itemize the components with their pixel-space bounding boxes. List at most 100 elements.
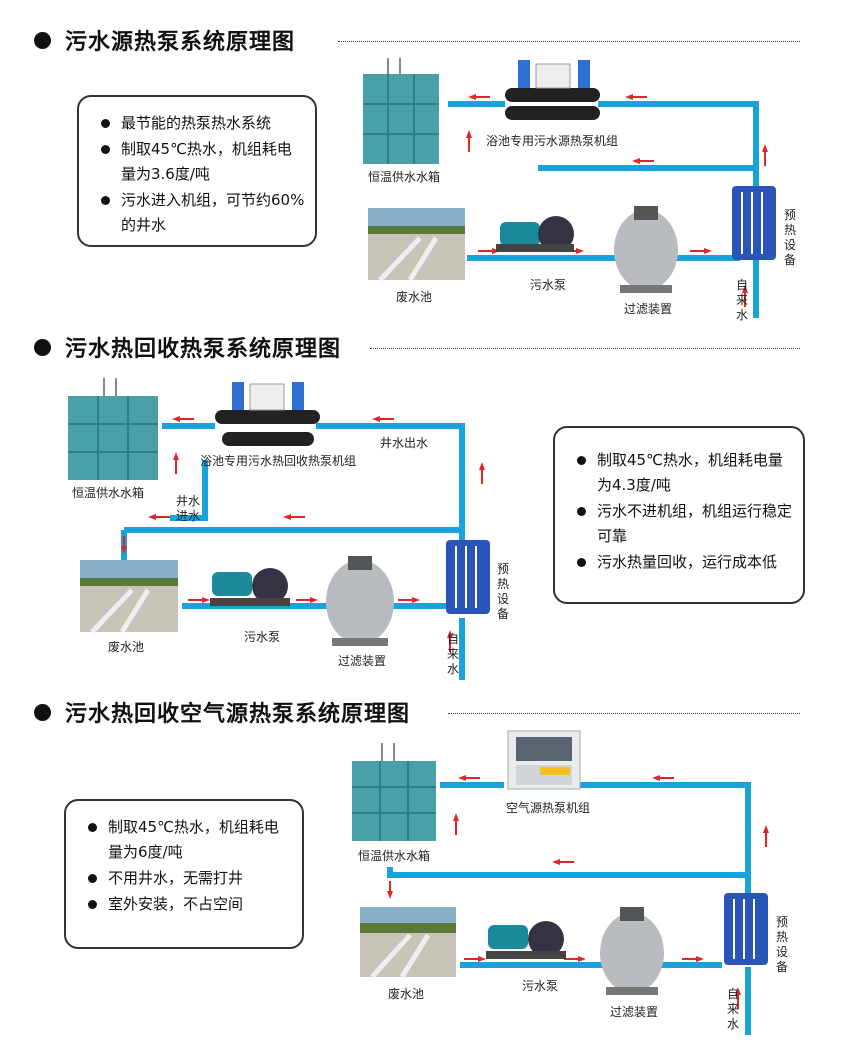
preheat-label: 预热设备	[783, 208, 796, 267]
section-2-feature-box: 制取45℃热水，机组耗电量为4.3度/吨 污水不进机组，机组运行稳定可靠 污水热…	[553, 426, 805, 604]
arrow-left	[372, 416, 394, 422]
arrow-up	[447, 630, 453, 652]
feature-item: 不用井水，无需打井	[88, 866, 292, 891]
tank-label: 恒温供水水箱	[368, 170, 441, 184]
arrow-right	[564, 956, 586, 962]
section-2-diagram	[68, 378, 490, 680]
heat-pump-unit-icon	[215, 382, 320, 446]
plate-exchanger-icon	[446, 540, 490, 614]
waste-pool-icon	[80, 560, 178, 634]
flow-arrows	[387, 775, 769, 1009]
waste-pool-icon	[368, 208, 465, 282]
sewage-pump-icon	[210, 568, 290, 606]
arrow-up	[466, 130, 472, 152]
arrow-right	[296, 597, 318, 603]
well-in-label: 井水进水	[176, 494, 201, 523]
preheat-label: 预热设备	[775, 915, 788, 974]
section-1-diagram	[363, 58, 776, 318]
title-divider	[338, 41, 800, 42]
title-divider	[448, 713, 800, 714]
section-1-heading: 污水源热泵系统原理图	[34, 25, 295, 55]
waste-pool-icon	[360, 907, 456, 979]
tank-label: 恒温供水水箱	[72, 486, 145, 500]
section-1: 污水源热泵系统原理图 最节能的热泵热水系统 制取45℃热水，机组耗电量为3.6度…	[0, 0, 860, 330]
arrow-down	[387, 881, 393, 899]
arrow-right	[398, 597, 420, 603]
plate-exchanger-icon	[732, 186, 776, 260]
arrow-up	[479, 462, 485, 484]
section-2-heading: 污水热回收热泵系统原理图	[34, 332, 341, 362]
filter-tank-icon	[600, 907, 664, 995]
arrow-right	[682, 956, 704, 962]
pipes	[448, 101, 759, 318]
water-tank-icon	[68, 378, 158, 480]
filter-label: 过滤装置	[624, 302, 673, 316]
well-out-label: 井水出水	[380, 436, 429, 450]
bullet-dot	[34, 703, 51, 721]
pipes	[387, 782, 751, 1035]
arrow-left	[625, 94, 647, 100]
flow-arrows	[121, 416, 485, 652]
arrow-left	[652, 775, 674, 781]
flow-arrows	[466, 94, 768, 307]
section-2: 污水热回收热泵系统原理图 制取45℃热水，机组耗电量为4.3度/吨 污水不进机组…	[0, 330, 860, 695]
feature-item: 污水不进机组，机组运行稳定可靠	[577, 499, 793, 549]
unit-label: 浴池专用污水源热泵机组	[486, 134, 619, 148]
preheat-label: 预热设备	[496, 562, 509, 621]
unit-label: 浴池专用污水热回收热泵机组	[200, 454, 357, 468]
pipes	[121, 423, 465, 680]
tapwater-label: 自来水	[446, 632, 459, 676]
unit-label: 空气源热泵机组	[506, 801, 591, 815]
arrow-up	[453, 813, 459, 835]
plate-exchanger-icon	[724, 893, 768, 965]
filter-label: 过滤装置	[338, 654, 387, 668]
arrow-left	[283, 514, 305, 520]
section-3-diagram	[352, 730, 769, 1035]
arrow-up	[762, 144, 768, 166]
feature-item: 制取45℃热水，机组耗电量为6度/吨	[88, 815, 292, 865]
section-3: 污水热回收空气源热泵系统原理图 制取45℃热水，机组耗电量为6度/吨 不用井水，…	[0, 695, 860, 1057]
filter-label: 过滤装置	[610, 1005, 659, 1019]
water-tank-icon	[363, 58, 439, 164]
section-1-title: 污水源热泵系统原理图	[65, 30, 296, 55]
arrow-right	[188, 597, 210, 603]
tank-label: 恒温供水水箱	[358, 849, 431, 863]
pump-label: 污水泵	[530, 278, 567, 292]
air-source-unit-icon	[507, 730, 581, 790]
section-3-heading: 污水热回收空气源热泵系统原理图	[34, 697, 410, 727]
feature-item: 最节能的热泵热水系统	[101, 111, 305, 136]
section-2-title: 污水热回收热泵系统原理图	[65, 337, 342, 362]
pool-label: 废水池	[388, 987, 425, 1001]
sewage-pump-icon	[496, 216, 574, 252]
arrow-up	[173, 452, 179, 474]
arrow-left	[172, 416, 194, 422]
arrow-left	[458, 775, 480, 781]
arrow-up	[742, 285, 748, 307]
arrow-up	[735, 987, 741, 1009]
heat-pump-unit-icon	[505, 60, 600, 120]
arrow-left	[468, 94, 490, 100]
arrow-up	[763, 825, 769, 847]
feature-item: 污水进入机组，可节约60%的井水	[101, 188, 305, 238]
section-3-feature-box: 制取45℃热水，机组耗电量为6度/吨 不用井水，无需打井 室外安装，不占空间	[64, 799, 304, 949]
bullet-dot	[34, 31, 51, 49]
section-1-feature-box: 最节能的热泵热水系统 制取45℃热水，机组耗电量为3.6度/吨 污水进入机组，可…	[77, 95, 317, 247]
section-3-title: 污水热回收空气源热泵系统原理图	[65, 702, 411, 727]
feature-item: 制取45℃热水，机组耗电量为4.3度/吨	[577, 448, 793, 498]
arrow-left	[148, 514, 170, 520]
filter-tank-icon	[614, 206, 678, 293]
feature-item: 污水热量回收，运行成本低	[577, 550, 793, 575]
feature-item: 室外安装，不占空间	[88, 892, 292, 917]
tapwater-label: 自来水	[735, 278, 748, 322]
arrow-right	[478, 248, 500, 254]
arrow-down	[121, 536, 127, 554]
pump-label: 污水泵	[522, 979, 559, 993]
pool-label: 废水池	[108, 640, 145, 654]
filter-tank-icon	[326, 556, 394, 646]
sewage-pump-icon	[486, 921, 566, 959]
water-tank-icon	[352, 743, 436, 841]
arrow-right	[464, 956, 486, 962]
bullet-dot	[34, 338, 51, 356]
pool-label: 废水池	[396, 290, 433, 304]
title-divider	[370, 348, 800, 349]
